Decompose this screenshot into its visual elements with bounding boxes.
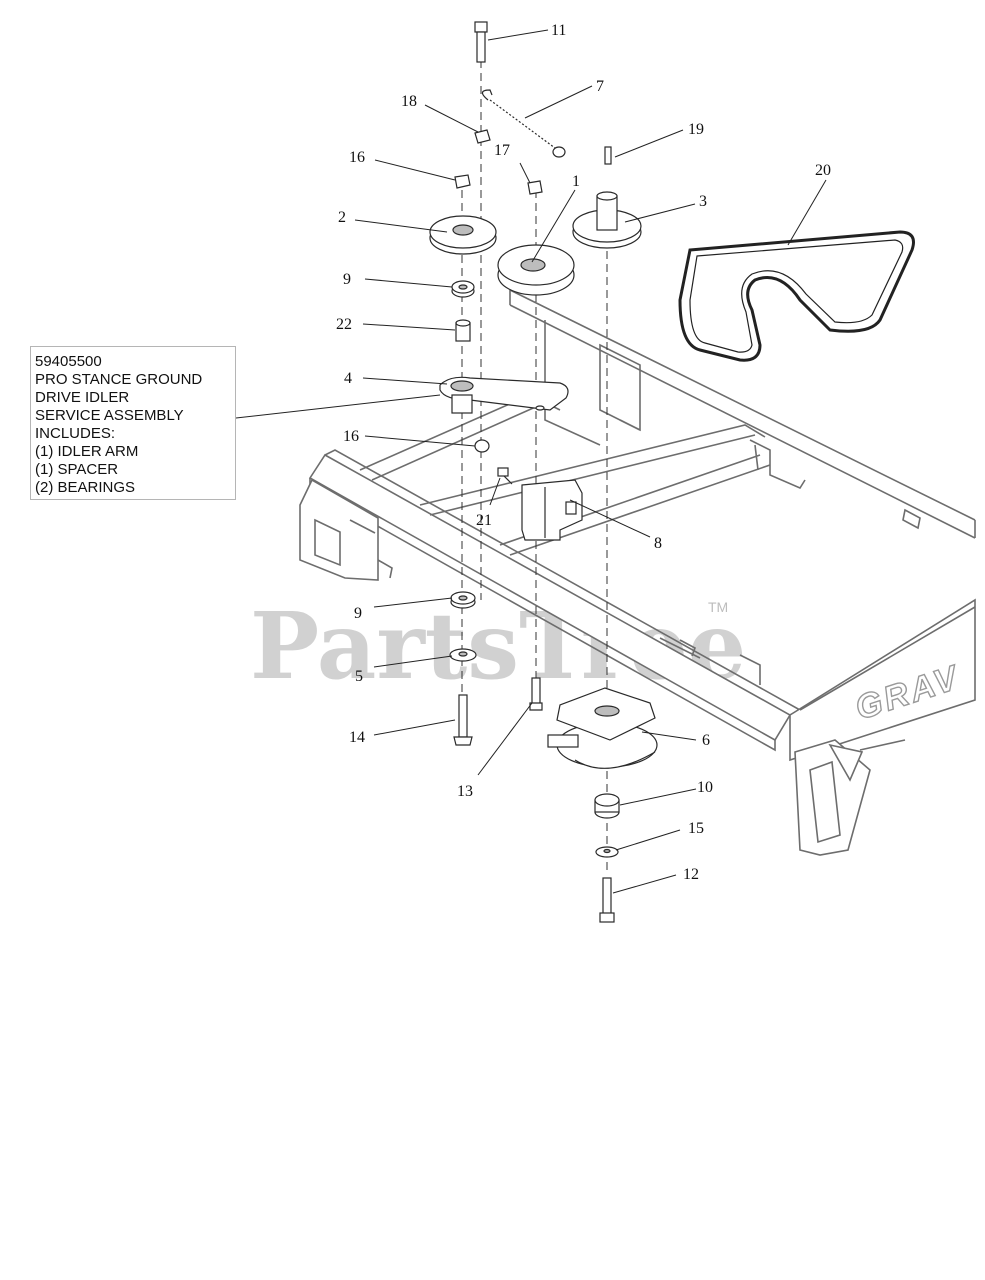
callout-22: 22 bbox=[336, 316, 352, 333]
callout-19: 19 bbox=[688, 121, 704, 138]
callout-16-lower: 16 bbox=[343, 428, 359, 445]
note-line: (1) SPACER bbox=[35, 461, 119, 478]
parts-tree-watermark: PartsTree bbox=[250, 592, 746, 700]
bracket-8-icon[interactable] bbox=[521, 479, 583, 541]
bolt-13-icon[interactable] bbox=[529, 677, 543, 711]
leader-lines bbox=[235, 29, 827, 894]
note-line: (2) BEARINGS bbox=[35, 479, 136, 496]
washer-15-icon[interactable] bbox=[595, 846, 619, 858]
callout-6: 6 bbox=[702, 732, 710, 749]
callout-8: 8 bbox=[654, 535, 662, 552]
callout-21: 21 bbox=[476, 512, 492, 529]
idler-arm-4-icon[interactable] bbox=[439, 376, 569, 414]
callout-11: 11 bbox=[551, 22, 566, 39]
note-line: INCLUDES: bbox=[35, 425, 116, 442]
note-line: (1) IDLER ARM bbox=[35, 443, 139, 460]
callout-10: 10 bbox=[697, 779, 713, 796]
bolt-14-icon[interactable] bbox=[453, 694, 473, 746]
washer-5-icon[interactable] bbox=[449, 648, 477, 662]
callout-9-top: 9 bbox=[343, 271, 351, 288]
clutch-6-icon[interactable] bbox=[547, 687, 658, 769]
note-line: PRO STANCE GROUND bbox=[35, 371, 203, 388]
bolt-21-icon[interactable] bbox=[497, 467, 513, 485]
callout-1: 1 bbox=[572, 173, 580, 190]
callout-labels: 11 7 18 19 16 17 1 20 2 3 9 22 4 16 21 8… bbox=[336, 22, 831, 883]
nut-17-icon[interactable] bbox=[527, 180, 543, 195]
callout-17: 17 bbox=[494, 142, 510, 159]
callout-13: 13 bbox=[457, 783, 473, 800]
bearing-9-lower-icon[interactable] bbox=[450, 591, 476, 609]
bolt-11-icon[interactable] bbox=[474, 21, 488, 63]
callout-3: 3 bbox=[699, 193, 707, 210]
callout-2: 2 bbox=[338, 209, 346, 226]
callout-16-top: 16 bbox=[349, 149, 365, 166]
pulley-2-icon[interactable] bbox=[429, 215, 497, 255]
callout-7: 7 bbox=[596, 78, 604, 95]
bearing-9-top-icon[interactable] bbox=[451, 280, 475, 298]
note-line: DRIVE IDLER bbox=[35, 389, 130, 406]
service-assembly-note: 59405500 PRO STANCE GROUND DRIVE IDLER S… bbox=[30, 346, 236, 500]
spring-7-icon[interactable] bbox=[481, 89, 566, 158]
note-line-part-number: 59405500 bbox=[35, 353, 102, 370]
callout-14: 14 bbox=[349, 729, 365, 746]
callout-18: 18 bbox=[401, 93, 417, 110]
callout-5: 5 bbox=[355, 668, 363, 685]
callout-20: 20 bbox=[815, 162, 831, 179]
bolt-12-icon[interactable] bbox=[599, 877, 615, 923]
nut-16-lower-icon[interactable] bbox=[474, 439, 490, 453]
mower-frame: GRAV bbox=[299, 289, 976, 856]
note-line: SERVICE ASSEMBLY bbox=[35, 407, 184, 424]
callout-15: 15 bbox=[688, 820, 704, 837]
pulley-1-icon[interactable] bbox=[497, 244, 575, 296]
callout-4: 4 bbox=[344, 370, 352, 387]
belt-20-icon[interactable] bbox=[678, 230, 915, 362]
spacer-10-icon[interactable] bbox=[594, 793, 620, 819]
pulley-3-icon[interactable] bbox=[572, 191, 642, 249]
nut-16-top-icon[interactable] bbox=[454, 174, 471, 189]
trademark-mark: TM bbox=[708, 599, 728, 615]
nut-18-icon[interactable] bbox=[474, 129, 491, 144]
callout-9-lower: 9 bbox=[354, 605, 362, 622]
pin-19-icon[interactable] bbox=[604, 146, 612, 165]
spacer-22-icon[interactable] bbox=[455, 319, 471, 342]
callout-12: 12 bbox=[683, 866, 699, 883]
